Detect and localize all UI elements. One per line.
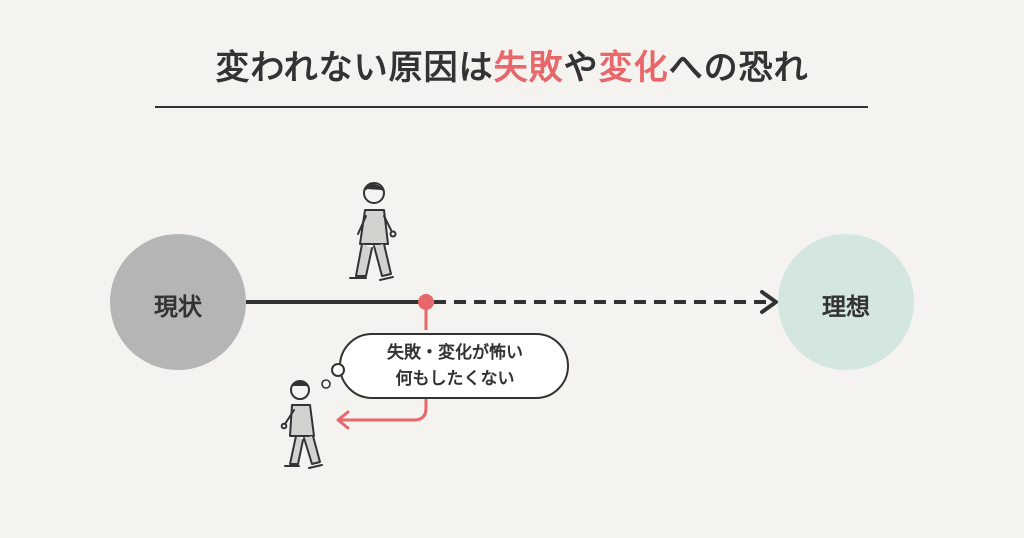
turnback-line [340,398,428,422]
walking-person-back-icon [280,380,323,469]
title-part-3: への恐れ [668,48,809,88]
title-underline [155,106,868,108]
page-title: 変われない原因は失敗や変化への恐れ [0,40,1024,89]
thought-bubble-text: 失敗・変化が怖い 何もしたくない [348,340,562,392]
arrow-head-left-icon [336,410,350,430]
arrow-head-right-icon [760,290,778,314]
title-part-1: 変われない原因は [215,48,494,88]
thought-bubble-line-1: 失敗・変化が怖い [387,343,523,363]
ideal-circle [778,234,914,370]
turning-point-dot [418,294,434,310]
ideal-label: 理想 [822,293,870,321]
title-highlight-failure: 失敗 [493,48,564,88]
thought-bubble-line-2: 何もしたくない [395,369,515,389]
walking-person-forward-icon [349,182,397,281]
thought-bubble-dot-large [331,363,345,377]
thought-bubble-dot-small [321,379,331,389]
current-state-circle [110,234,246,370]
current-state-label: 現状 [154,293,202,321]
title-highlight-change: 変化 [598,48,669,88]
title-part-2: や [563,48,599,88]
